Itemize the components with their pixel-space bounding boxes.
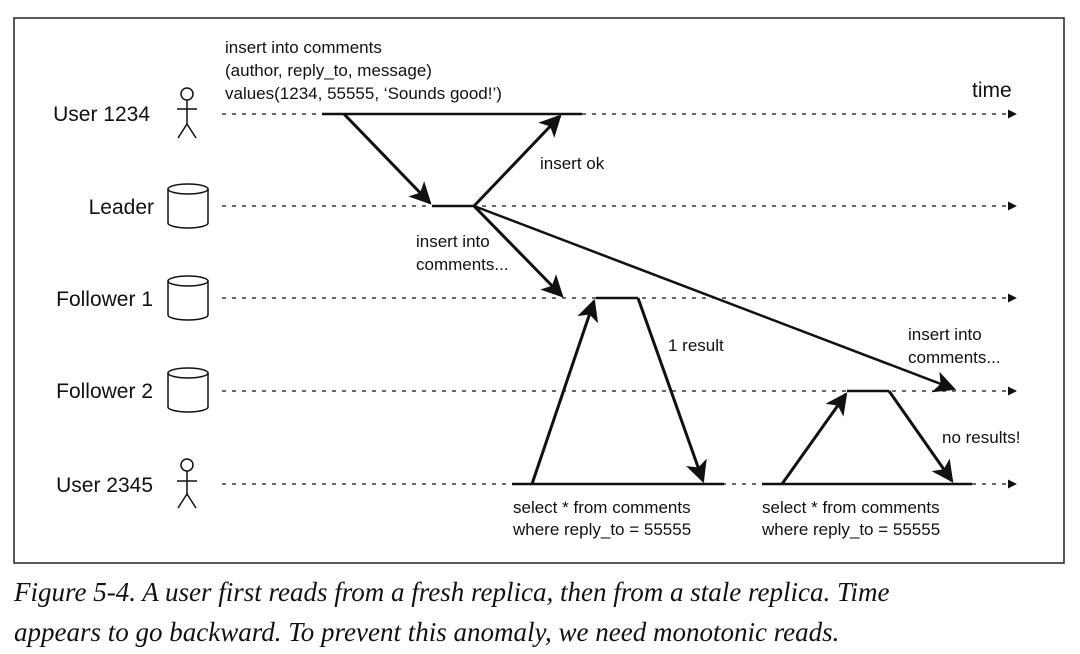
insert-query-line-2: (author, reply_to, message) <box>225 61 432 80</box>
select-query-1-line-2: where reply_to = 55555 <box>512 520 691 539</box>
figure-caption: Figure 5-4. A user first reads from a fr… <box>14 572 1070 652</box>
lane-label-user1234: User 1234 <box>53 103 150 126</box>
select-query-1-line-1: select * from comments <box>513 498 691 517</box>
lane-label-user2345: User 2345 <box>56 474 153 497</box>
lane-label-leader: Leader <box>89 196 154 219</box>
select-query-2-line-2: where reply_to = 55555 <box>761 520 940 539</box>
select-query-2-line-1: select * from comments <box>762 498 940 517</box>
one-result-label: 1 result <box>668 336 724 355</box>
replication-label-f2-line-2: comments... <box>908 348 1001 367</box>
replication-label-f1-line-1: insert into <box>416 232 490 251</box>
insert-query-line-3: values(1234, 55555, ‘Sounds good!’) <box>225 84 502 103</box>
follower1-database-icon <box>167 275 209 321</box>
replication-arrow-follower2 <box>473 204 957 393</box>
follower2-database-icon <box>167 367 209 413</box>
insert-query-line-1: insert into comments <box>225 38 382 57</box>
insert-request-arrow <box>342 112 432 205</box>
lane-label-follower1: Follower 1 <box>56 288 153 311</box>
read1-response-arrow <box>636 297 707 484</box>
user-1234-icon <box>177 87 197 139</box>
insert-ok-label: insert ok <box>540 154 605 173</box>
insert-ok-arrow <box>472 114 562 208</box>
diagram-border <box>13 17 1065 564</box>
caption-line-1: Figure 5-4. A user first reads from a fr… <box>14 577 890 607</box>
read1-request-arrow <box>530 298 599 485</box>
replication-lag-diagram: User 1234 Leader Follower 1 Follower 2 U… <box>13 17 1065 564</box>
read2-request-arrow <box>780 392 848 485</box>
user-2345-icon <box>177 458 197 509</box>
time-label: time <box>972 79 1012 102</box>
replication-label-f2-line-1: insert into <box>908 325 982 344</box>
read2-response-arrow <box>887 390 954 483</box>
leader-database-icon <box>167 183 209 229</box>
caption-line-2: appears to go backward. To prevent this … <box>14 617 840 647</box>
replication-label-f1-line-2: comments... <box>416 255 509 274</box>
replication-arrow-follower1 <box>472 204 564 298</box>
no-results-label: no results! <box>942 428 1020 447</box>
lane-label-follower2: Follower 2 <box>56 380 153 403</box>
